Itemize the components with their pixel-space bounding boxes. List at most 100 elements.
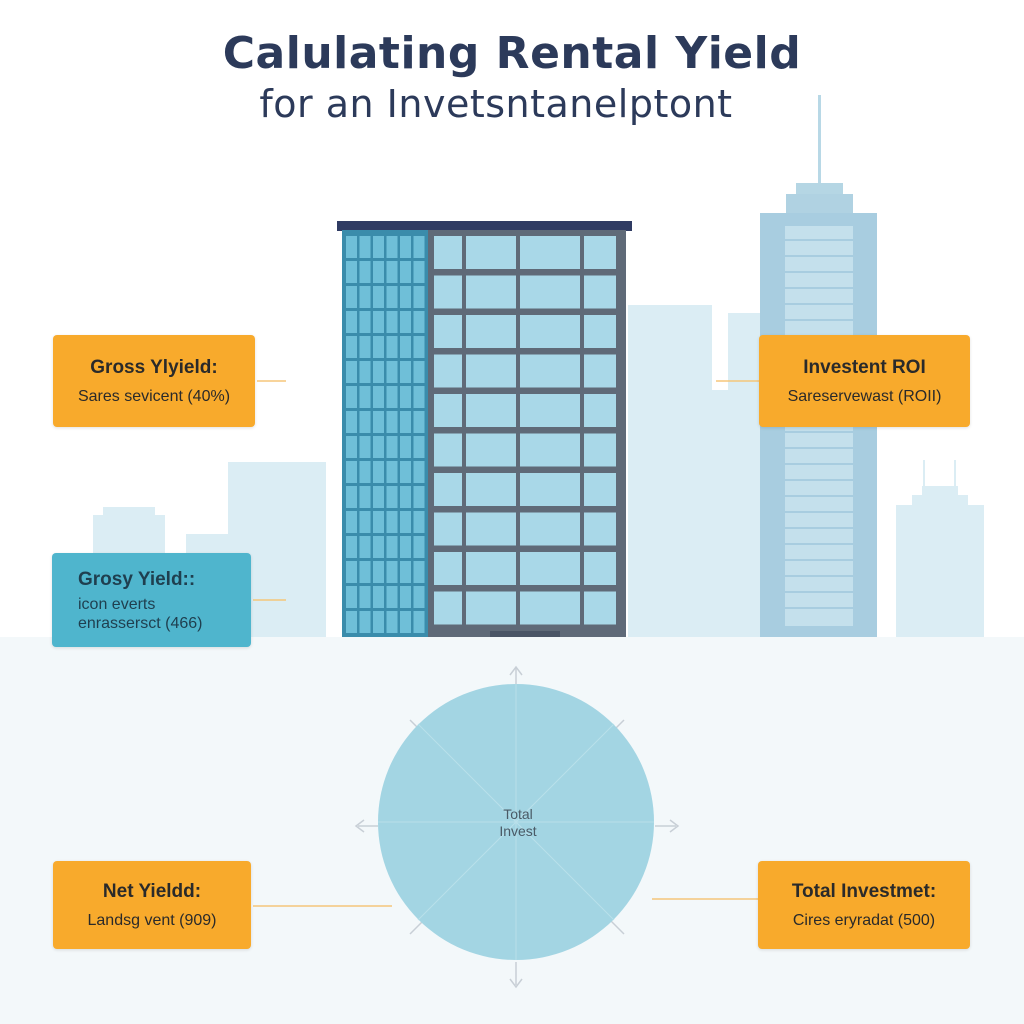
window	[400, 411, 411, 433]
gross-yield-secondary-title: Grosy Yield::	[78, 569, 196, 590]
page-subtitle: for an Invetsntanelptont	[259, 82, 733, 126]
window	[434, 354, 462, 388]
window	[584, 236, 616, 269]
circle-label-line-2: Invest	[499, 823, 537, 839]
window	[386, 411, 398, 433]
window	[359, 611, 371, 633]
window	[359, 311, 371, 333]
window	[373, 311, 384, 333]
window	[413, 561, 425, 583]
window	[346, 286, 357, 308]
window	[400, 486, 411, 508]
window	[346, 411, 357, 433]
window	[373, 561, 384, 583]
circle-label: Total Invest	[470, 806, 566, 840]
window	[386, 311, 398, 333]
window	[359, 461, 371, 483]
window	[373, 411, 384, 433]
window	[359, 586, 371, 608]
window	[373, 261, 384, 283]
window	[400, 536, 411, 558]
window	[413, 286, 425, 308]
window	[434, 512, 462, 546]
window	[584, 315, 616, 348]
window	[386, 286, 398, 308]
window	[359, 511, 371, 533]
window	[386, 486, 398, 508]
window	[413, 511, 425, 533]
net-yield-text: Landsg vent (909)	[87, 912, 217, 929]
circle-label-line-1: Total	[503, 806, 533, 822]
window	[466, 236, 516, 269]
window	[359, 411, 371, 433]
window	[413, 311, 425, 333]
window	[373, 361, 384, 383]
window	[520, 433, 580, 467]
window	[434, 591, 462, 625]
window	[373, 511, 384, 533]
total-investment-card: Total Investmet: Cires eryradat (500)	[758, 861, 970, 949]
window	[434, 394, 462, 427]
window	[520, 512, 580, 546]
window	[359, 436, 371, 458]
window	[386, 261, 398, 283]
window	[400, 561, 411, 583]
window	[413, 261, 425, 283]
window	[584, 591, 616, 625]
window	[386, 386, 398, 408]
window	[373, 236, 384, 258]
window	[386, 611, 398, 633]
window	[466, 591, 516, 625]
page-title: Calulating Rental Yield	[222, 28, 802, 79]
window	[386, 511, 398, 533]
window	[346, 336, 357, 358]
window	[346, 386, 357, 408]
window	[346, 361, 357, 383]
window	[400, 611, 411, 633]
window	[466, 473, 516, 506]
window	[359, 261, 371, 283]
gross-yield-secondary-text-1: icon everts	[78, 596, 156, 613]
window	[520, 315, 580, 348]
window	[346, 486, 357, 508]
window	[400, 336, 411, 358]
total-investment-circle	[378, 684, 654, 960]
window	[434, 275, 462, 309]
window	[373, 586, 384, 608]
window	[359, 361, 371, 383]
window	[413, 586, 425, 608]
window	[386, 561, 398, 583]
window	[520, 473, 580, 506]
window	[359, 561, 371, 583]
window	[359, 486, 371, 508]
window	[386, 336, 398, 358]
window	[584, 512, 616, 546]
window	[359, 386, 371, 408]
window	[346, 236, 357, 258]
window	[584, 473, 616, 506]
window	[373, 486, 384, 508]
window	[373, 336, 384, 358]
total-investment-text: Cires eryradat (500)	[792, 912, 936, 929]
window	[584, 275, 616, 309]
gross-yield-secondary-card: Grosy Yield:: icon everts enrassersct (4…	[52, 553, 251, 647]
window	[346, 536, 357, 558]
window	[434, 473, 462, 506]
window	[386, 461, 398, 483]
window	[520, 354, 580, 388]
window	[520, 394, 580, 427]
net-yield-title: Net Yieldd:	[102, 881, 202, 902]
total-investment-title: Total Investmet:	[791, 881, 937, 902]
window	[400, 461, 411, 483]
window	[413, 486, 425, 508]
window	[584, 354, 616, 388]
window	[346, 611, 357, 633]
window	[400, 511, 411, 533]
window	[400, 436, 411, 458]
window	[359, 286, 371, 308]
gross-yield-text: Sares sevicent (40%)	[77, 388, 231, 405]
window	[346, 311, 357, 333]
window	[466, 512, 516, 546]
window	[373, 611, 384, 633]
